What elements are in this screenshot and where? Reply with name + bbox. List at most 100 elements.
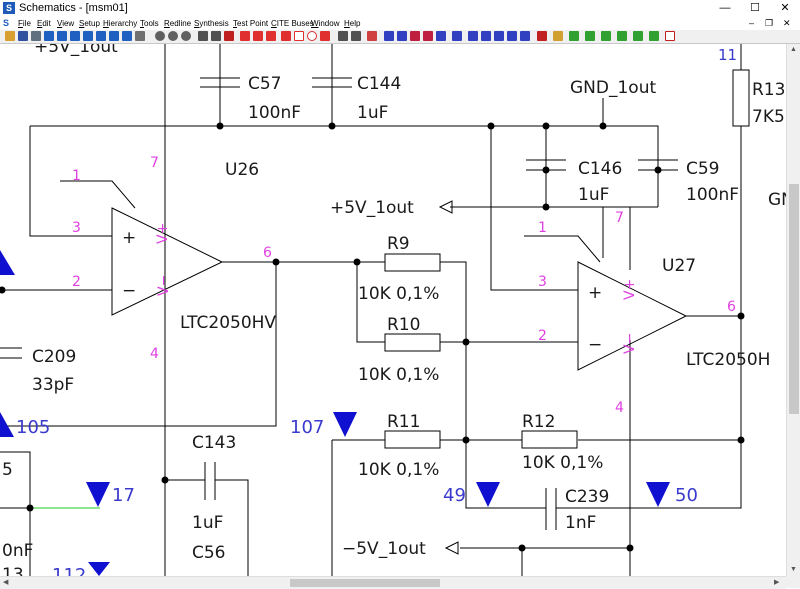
scroll-down-icon[interactable]: ▼ [790,566,797,573]
arrow-right-alt-icon[interactable] [109,31,119,41]
r12-ref: R12 [522,412,555,432]
menu-tools[interactable]: Tools [140,19,159,28]
report-icon[interactable] [537,31,547,41]
menu-setup[interactable]: Setup [79,19,100,28]
menu-file[interactable]: File [18,19,31,28]
test-point-next-icon[interactable] [520,31,530,41]
bus-view-icon[interactable] [569,31,579,41]
bus-add-icon[interactable] [601,31,611,41]
arrow-right-icon[interactable] [96,31,106,41]
text-icon[interactable] [320,31,330,41]
move-vertical-icon[interactable] [253,31,263,41]
bus-tool-icon[interactable] [351,31,361,41]
scroll-right-icon[interactable]: ▶ [774,579,780,586]
left-fragment-5: 5 [2,460,13,480]
app-menu-icon[interactable]: S [3,18,10,28]
menu-bar: S File Edit View Setup Hierarchy Tools R… [0,17,800,31]
r10-resistor-body [384,333,441,352]
minimize-button[interactable]: — [719,2,731,14]
print-icon[interactable] [31,31,41,41]
probe-clear-icon[interactable] [423,31,433,41]
menu-hierarchy[interactable]: Hierarchy [103,19,138,28]
open-icon[interactable] [5,31,15,41]
u27-pin7: 7 [615,210,624,226]
export-icon[interactable] [553,31,563,41]
delete-icon[interactable] [224,31,234,41]
c146-value: 1uF [578,185,609,205]
vertical-scrollbar[interactable]: ▲ ▼ [786,44,800,576]
move-horizontal-icon[interactable] [266,31,276,41]
mdi-close-button[interactable]: ✕ [783,18,791,28]
bus-next-icon[interactable] [649,31,659,41]
test-point-edit-icon[interactable] [494,31,504,41]
hand-icon[interactable] [135,31,145,41]
tool-cross-icon[interactable] [211,31,221,41]
u27-ref: U27 [662,256,696,276]
arrow-down-icon[interactable] [44,31,54,41]
schematic-drawing: +− +− V+ V− V+ V− +5V_1out C57 100nF C14… [0,44,786,576]
mdi-minimize-button[interactable]: – [749,18,755,28]
test-point-list-icon[interactable] [481,31,491,41]
vertical-scroll-thumb[interactable] [789,184,799,414]
horizontal-scrollbar[interactable]: ◀ ▶ [0,576,786,589]
move-icon[interactable] [240,31,250,41]
c209-value: 33pF [32,375,74,395]
menu-test-point[interactable]: Test Point [233,19,269,28]
test-point-add-icon[interactable] [468,31,478,41]
save-icon[interactable] [18,31,28,41]
horizontal-scroll-thumb[interactable] [290,579,440,587]
u26-pin3: 3 [72,220,81,236]
c57-value: 100nF [248,103,301,123]
arrow-up-alt-icon[interactable] [83,31,93,41]
bus-remove-icon[interactable] [633,31,643,41]
scroll-corner [786,576,800,588]
zoom-fit-icon[interactable] [181,31,191,41]
scroll-up-icon[interactable]: ▲ [790,46,797,53]
probe-icon[interactable] [384,31,394,41]
test-point-remove-icon[interactable] [507,31,517,41]
rectangle-icon[interactable] [294,31,304,41]
zoom-out-icon[interactable] [168,31,178,41]
cite-icon[interactable] [665,31,675,41]
wire-tool-icon[interactable] [338,31,348,41]
arrow-up-icon[interactable] [70,31,80,41]
menu-cite-buses[interactable]: CITE Buses [271,19,314,28]
u26-part: LTC2050HV [180,313,276,333]
bus-list-icon[interactable] [585,31,595,41]
net-label-minus-5v: −5V_1out [342,539,426,559]
maximize-button[interactable]: ☐ [750,2,760,14]
probe-remove-icon[interactable] [410,31,420,41]
close-button[interactable]: ✕ [780,2,790,14]
menu-help[interactable]: Help [344,19,361,28]
c59-value: 100nF [686,185,739,205]
pencil-icon[interactable] [198,31,208,41]
c143-ref: C143 [192,433,236,453]
arrow-left-icon[interactable] [122,31,132,41]
probe-add-icon[interactable] [397,31,407,41]
probe-next-icon[interactable] [436,31,446,41]
svg-text:V−: V− [622,333,638,354]
u27-pin6: 6 [727,299,736,315]
c239-ref: C239 [565,487,609,507]
redline-icon[interactable] [367,31,377,41]
c56-ref: C56 [192,543,226,563]
test-point-icon[interactable] [452,31,462,41]
zoom-in-icon[interactable] [155,31,165,41]
mdi-restore-button[interactable]: ❐ [765,18,774,28]
bus-edit-icon[interactable] [617,31,627,41]
u26-ref: U26 [225,160,259,180]
menu-edit[interactable]: Edit [37,19,51,28]
scroll-left-icon[interactable]: ◀ [3,579,9,586]
schematic-canvas[interactable]: +− +− V+ V− V+ V− +5V_1out C57 100nF C14… [0,44,786,576]
menu-window[interactable]: Window [311,19,340,28]
arrow-down-alt-icon[interactable] [57,31,67,41]
menu-view[interactable]: View [57,19,75,28]
menu-redline[interactable]: Redline [164,19,192,28]
u27-pin3: 3 [538,274,547,290]
line-icon[interactable] [281,31,291,41]
circle-icon[interactable] [307,31,317,41]
net-label-17: 17 [112,485,135,506]
r13-value: 7K5 [752,107,785,127]
menu-synthesis[interactable]: Synthesis [194,19,229,28]
net-label-112: 112 [52,565,86,576]
